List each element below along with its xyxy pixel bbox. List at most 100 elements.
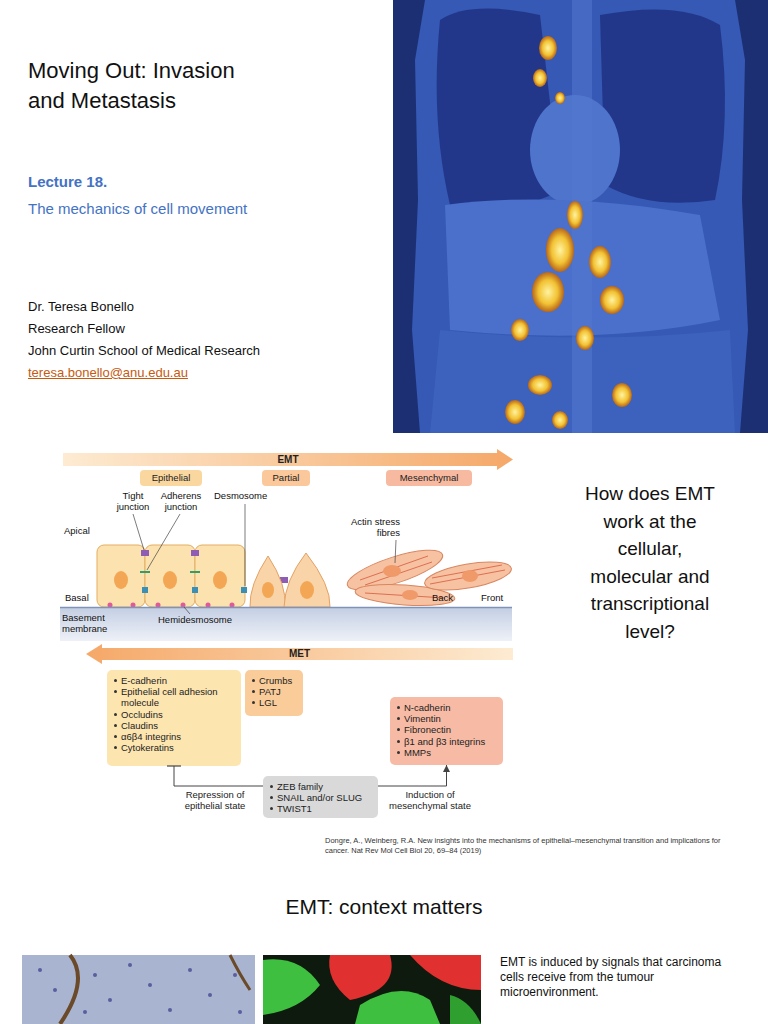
list-item: N-cadherin <box>395 702 499 713</box>
ihc-image-part <box>208 993 212 997</box>
fluorescence-image-part <box>263 955 481 1024</box>
part-label: Desmosome <box>214 490 278 501</box>
marker-box: CrumbsPATJLGL <box>245 670 303 716</box>
epithelial-cells-part <box>114 571 128 589</box>
list-item: Occludins <box>112 709 237 720</box>
list-item: β1 and β3 integrins <box>395 736 499 747</box>
fluorescence-image-part <box>450 995 481 1024</box>
list-item: TWIST1 <box>268 803 374 814</box>
author-institute: John Curtin School of Medical Research <box>28 343 358 359</box>
partial-cells-part <box>284 553 330 607</box>
pet-ct-image-part <box>532 272 564 312</box>
part-label: Actin stress fibres <box>346 516 400 538</box>
mesenchymal-cells-part <box>430 570 505 584</box>
list-item: LGL <box>250 697 299 708</box>
state-name: Mesenchymal <box>386 470 472 486</box>
marker-box: E-cadherinEpithelial cell adhesion molec… <box>107 670 241 766</box>
leader-lines-part <box>147 514 180 570</box>
cell-junctions-part <box>142 587 148 593</box>
mesenchymal-cells-part <box>365 562 432 585</box>
pet-ct-image-part <box>600 286 624 314</box>
mesenchymal-cells-part <box>462 570 478 582</box>
pet-ct-image-part <box>528 375 552 395</box>
basement-membrane-part <box>60 607 512 641</box>
basement-membrane <box>60 607 512 641</box>
pet-ct-image-part <box>533 69 547 87</box>
list-item: SNAIL and/or SLUG <box>268 792 374 803</box>
factor-box: ZEB familySNAIL and/or SLUGTWIST1 <box>263 776 378 818</box>
citation: Dongre, A., Weinberg, R.A. New insights … <box>325 836 745 855</box>
state-label: Partial <box>262 470 310 486</box>
pet-ct-image <box>393 0 768 433</box>
leader-lines-part <box>245 504 246 586</box>
author-email: teresa.bonello@anu.edu.au <box>28 365 328 381</box>
connector-line <box>174 766 263 786</box>
partial-cells-part <box>262 582 274 598</box>
pet-ct-image-part <box>576 326 594 350</box>
mesenchymal-cells-part <box>383 565 401 577</box>
fluorescence-image <box>263 955 481 1024</box>
part-label: Adherens junction <box>156 490 206 512</box>
arrow-label: MET <box>86 644 513 664</box>
pet-ct-image-part <box>555 92 565 104</box>
ihc-image-part <box>22 955 255 1024</box>
part-label: Front <box>481 592 515 603</box>
pet-ct-image-part <box>552 411 568 429</box>
pet-ct-image-part <box>539 36 557 60</box>
pet-ct-image-part <box>393 0 768 433</box>
basement-membrane-part <box>60 607 512 609</box>
leader-lines-part <box>133 514 144 550</box>
epithelial-cells-part <box>145 545 195 607</box>
cell-junctions-part <box>192 587 198 593</box>
state-label: Epithelial <box>140 470 202 486</box>
pet-ct-image-part <box>567 201 583 229</box>
leader-lines-part <box>184 607 190 614</box>
list-item: Claudins <box>112 720 237 731</box>
list-item: Crumbs <box>250 675 299 686</box>
leader-lines-part <box>395 540 396 563</box>
ihc-image-part <box>108 998 112 1002</box>
connector-line <box>378 765 447 786</box>
marker-box: N-cadherinVimentinFibronectinβ1 and β3 i… <box>390 697 503 765</box>
fluorescence-image-part <box>263 959 320 1015</box>
pet-ct-image-part <box>412 0 748 433</box>
process-arrow: EMT <box>63 449 513 470</box>
partial-cells-part <box>300 581 314 599</box>
list-item: Cytokeratins <box>112 742 237 753</box>
ihc-image-part <box>38 968 42 972</box>
arrow-shape <box>63 449 513 470</box>
ihc-image-part <box>233 973 237 977</box>
partial-cells <box>250 553 330 607</box>
part-label: Apical <box>64 525 104 536</box>
partial-cells-part <box>250 556 285 607</box>
slide-body: EMT is induced by signals that carcinoma… <box>500 955 725 1000</box>
list-item: Vimentin <box>395 713 499 724</box>
arrow-shape <box>86 644 513 664</box>
state-name: Epithelial <box>140 470 202 486</box>
ihc-image-part <box>148 983 152 987</box>
ihc-image-part <box>60 955 78 1024</box>
list-item: MMPs <box>395 747 499 758</box>
inhibition-head <box>167 765 181 766</box>
part-label: Hemidesmosome <box>158 614 248 625</box>
mesenchymal-cells-part <box>360 556 428 580</box>
cell-junctions <box>108 550 289 608</box>
list-item: E-cadherin <box>112 675 237 686</box>
ihc-image-part <box>188 968 192 972</box>
cell-junctions-part <box>191 550 199 556</box>
list-item: Fibronectin <box>395 724 499 735</box>
epithelial-cells <box>97 545 245 607</box>
ihc-image-part <box>53 988 57 992</box>
cell-junctions-part <box>141 550 149 556</box>
connector <box>378 765 450 786</box>
ihc-image-part <box>168 1008 172 1012</box>
pet-ct-image-part <box>589 246 611 278</box>
epithelial-cells-part <box>195 545 245 607</box>
slide-title: Moving Out: Invasion and Metastasis <box>28 56 268 116</box>
pet-ct-image-part <box>505 400 525 424</box>
pet-ct-image-part <box>612 383 632 407</box>
epithelial-cells-part <box>97 545 145 607</box>
ihc-image-part <box>83 1010 87 1014</box>
